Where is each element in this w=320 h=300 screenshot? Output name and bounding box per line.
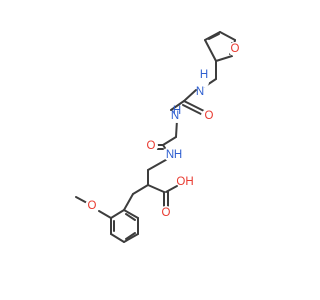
acid-oxygen-label: O (162, 207, 171, 219)
molecule-structure: O H N O H N O H N OH O (75, 31, 242, 243)
bond (170, 100, 185, 111)
urea-oxygen-label: O (205, 110, 214, 122)
bond (183, 100, 207, 113)
bond (208, 33, 220, 40)
bonds (75, 31, 236, 243)
bond (219, 31, 236, 41)
bond (215, 55, 233, 62)
bond (183, 89, 197, 102)
urea-nh-2-n-label: N (171, 110, 179, 122)
bond (204, 39, 217, 62)
bond (125, 213, 136, 221)
acid-hydroxyl-label: OH (176, 176, 193, 188)
amide-nh-n-label: N (166, 149, 174, 161)
atom-labels: O H N O H N O H N OH O (85, 42, 242, 220)
furan-oxygen-label: O (231, 43, 240, 55)
bond (123, 209, 139, 219)
urea-nh-1-h-label: H (200, 69, 208, 81)
bond (123, 233, 139, 243)
urea-nh-2-h-label: H (173, 105, 181, 117)
bond (162, 136, 177, 146)
bond (132, 184, 149, 195)
bond (147, 184, 165, 193)
bond (110, 233, 125, 243)
bond (98, 210, 112, 219)
amide-nh-h-label: H (174, 149, 182, 161)
urea-nh-1-n-label: N (196, 86, 204, 98)
bond (204, 31, 221, 41)
bond (123, 193, 134, 211)
bond (110, 209, 125, 219)
molecule-diagram: O H N O H N O H N OH O (75, 31, 242, 243)
bond (165, 185, 178, 193)
bond (125, 232, 136, 240)
amide-oxygen-label: O (147, 140, 156, 152)
methoxy-oxygen-label: O (88, 200, 97, 212)
